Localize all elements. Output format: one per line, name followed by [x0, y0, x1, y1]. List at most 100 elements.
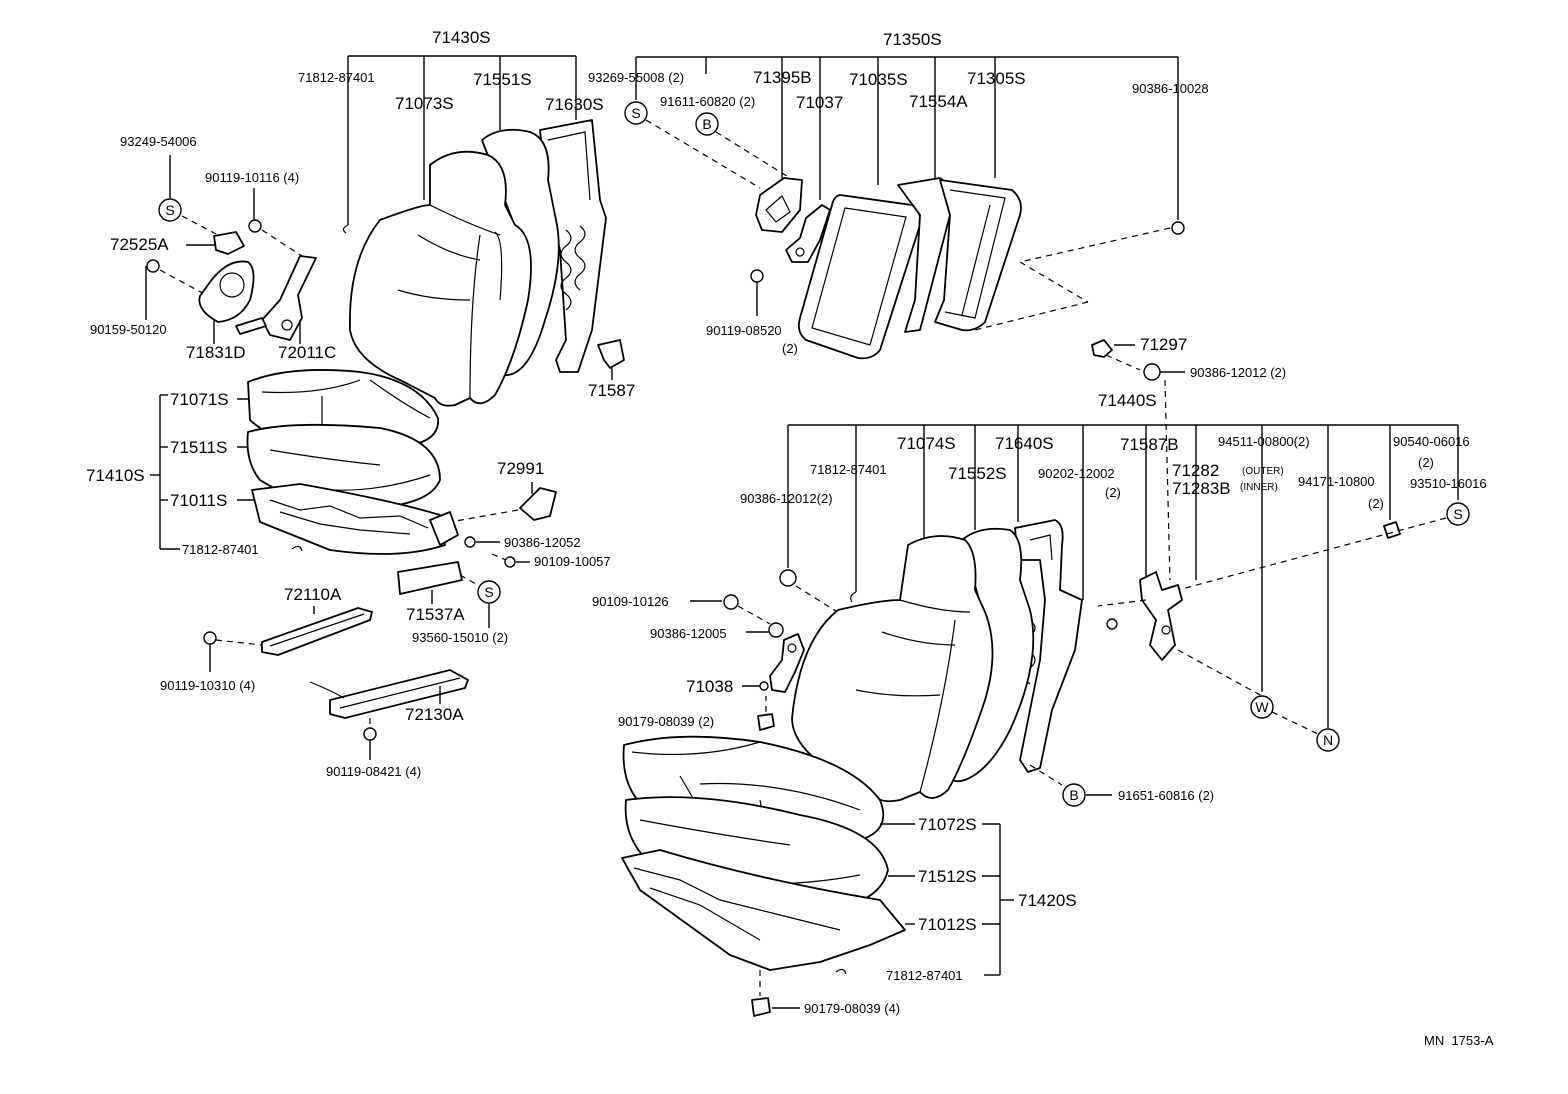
label-94171-10800: 94171-10800: [1298, 474, 1375, 489]
bolt-90119-10310: [203, 631, 217, 645]
bolt-90119-08520: [750, 269, 764, 283]
label-71440S: 71440S: [1098, 391, 1157, 410]
diagram-id: MN 1753-A: [1424, 1033, 1494, 1048]
label-71812-87401-b: 71812-87401: [182, 542, 259, 557]
bracket-72991: [519, 487, 557, 521]
marker-s-3-label: S: [631, 105, 640, 121]
marker-b-1: [695, 112, 719, 136]
label-71350S: 71350S: [883, 30, 942, 49]
nut-90386-12005: [768, 622, 784, 638]
label-90202-12002: 90202-12002: [1038, 466, 1115, 481]
label-90386-10028: 90386-10028: [1132, 81, 1209, 96]
seat-rail-72130A: [329, 669, 469, 719]
label-71012S: 71012S: [918, 915, 977, 934]
marker-n-label: N: [1323, 732, 1333, 748]
label-91651-60816: 91651-60816 (2): [1118, 788, 1214, 803]
marker-b-2-label: B: [1069, 787, 1078, 803]
side-cover-71537A: [397, 561, 463, 595]
hinge-71282: [1139, 571, 1183, 661]
recliner-cover-71831D: [198, 260, 255, 323]
seatback-cover-71073S: [349, 150, 532, 407]
marker-w-label: W: [1255, 699, 1269, 715]
nut-90386-12052: [464, 536, 476, 548]
label-71282: 71282: [1172, 461, 1219, 480]
label-71587B: 71587B: [1120, 435, 1179, 454]
label-71037: 71037: [796, 93, 843, 112]
marker-s-3: [624, 101, 648, 125]
label-71038: 71038: [686, 677, 733, 696]
nut-90386-12012-a: [1143, 363, 1161, 381]
label-90119-08520: 90119-08520: [706, 323, 782, 338]
bolt-71297: [1091, 339, 1113, 358]
label-91611-60820: 91611-60820 (2): [660, 94, 755, 109]
label-71552S: 71552S: [948, 464, 1007, 483]
bolt-90109-10126: [723, 594, 739, 610]
cushion-pan-71012S: [621, 849, 906, 971]
label-72130A: 72130A: [405, 705, 464, 724]
nut-90179-08039-a: [757, 713, 775, 731]
label-71283B: 71283B: [1172, 479, 1231, 498]
label-71812-87401-a: 71812-87401: [298, 70, 375, 85]
nut-90386-12012-b: [779, 569, 797, 587]
label-71305S: 71305S: [967, 69, 1026, 88]
seatback-group-rear: 71350S 93269-55008 (2) 71395B 71035S 713…: [588, 30, 1209, 360]
bolt-90119-10116: [248, 219, 262, 233]
label-90179-08039-a: 90179-08039 (2): [618, 714, 714, 729]
seatback-cover-71074S: [791, 535, 994, 803]
label-90119-10116: 90119-10116 (4): [205, 170, 299, 185]
marker-n: [1316, 728, 1340, 752]
recliner-parts-left: 93249-54006 S 90119-10116 (4) 72525A 901…: [90, 134, 635, 400]
label-71011S: 71011S: [170, 491, 227, 510]
label-71640S: 71640S: [995, 434, 1054, 453]
label-90202-12002-qty: (2): [1105, 485, 1121, 500]
label-71551S: 71551S: [473, 70, 532, 89]
seatback-frame-71640S: [1014, 519, 1083, 773]
label-71072S: 71072S: [918, 815, 977, 834]
screw-90159-50120: [146, 259, 160, 273]
knob-72525A: [213, 231, 245, 255]
marker-s-1-label: S: [165, 202, 174, 218]
label-94171-10800-qty: (2): [1368, 496, 1384, 511]
label-71410S: 71410S: [86, 466, 145, 485]
label-90109-10126: 90109-10126: [592, 594, 669, 609]
label-90119-10310: 90119-10310 (4): [160, 678, 255, 693]
nut-90540-06016: [1383, 521, 1401, 539]
label-72110A: 72110A: [284, 585, 342, 604]
label-71537A: 71537A: [406, 605, 465, 624]
cushion-group-right: 71072S 71512S 71012S 71812-87401 71420S …: [621, 735, 1077, 1017]
label-90540-06016: 90540-06016: [1393, 434, 1470, 449]
label-90119-08421: 90119-08421 (4): [326, 764, 421, 779]
label-94511-00800: 94511-00800(2): [1218, 434, 1310, 449]
label-71812-87401-d: 71812-87401: [886, 968, 963, 983]
label-71035S: 71035S: [849, 70, 908, 89]
label-90179-08039-b: 90179-08039 (4): [804, 1001, 900, 1016]
label-71511S: 71511S: [170, 438, 227, 457]
marker-b-1-label: B: [702, 116, 711, 132]
label-71587: 71587: [588, 381, 635, 400]
seatback-group-right: 71297 90386-12012 (2) 71440S 71812-87401…: [592, 335, 1487, 807]
label-90119-08520-qty: (2): [782, 341, 798, 356]
marker-w: [1250, 695, 1274, 719]
marker-s-2-label: S: [484, 584, 493, 600]
label-71630S: 71630S: [545, 95, 604, 114]
label-90386-12012-b: 90386-12012(2): [740, 491, 833, 506]
hinge-71037: [785, 204, 831, 263]
label-71073S: 71073S: [395, 94, 454, 113]
label-71071S: 71071S: [170, 390, 229, 409]
nut-90386-10028: [1171, 221, 1185, 235]
hinge-cover-71395B: [755, 177, 803, 233]
clip-71587: [597, 339, 625, 369]
bolt-90109-10057: [504, 556, 516, 568]
label-93560-15010: 93560-15010 (2): [412, 630, 508, 645]
label-90386-12012-a: 90386-12012 (2): [1190, 365, 1286, 380]
marker-b-2: [1062, 783, 1086, 807]
label-93510-16016: 93510-16016: [1410, 476, 1487, 491]
marker-s-4: [1446, 502, 1470, 526]
nut-90179-08039-b: [751, 997, 771, 1017]
nut-90202-12002: [1106, 618, 1118, 630]
label-72011C: 72011C: [278, 343, 336, 362]
label-90386-12005: 90386-12005: [650, 626, 727, 641]
label-71395B: 71395B: [753, 68, 812, 87]
seatback-group-left: 71430S 71812-87401 71073S 71551S 71630S: [298, 28, 607, 407]
label-71831D: 71831D: [186, 343, 246, 362]
